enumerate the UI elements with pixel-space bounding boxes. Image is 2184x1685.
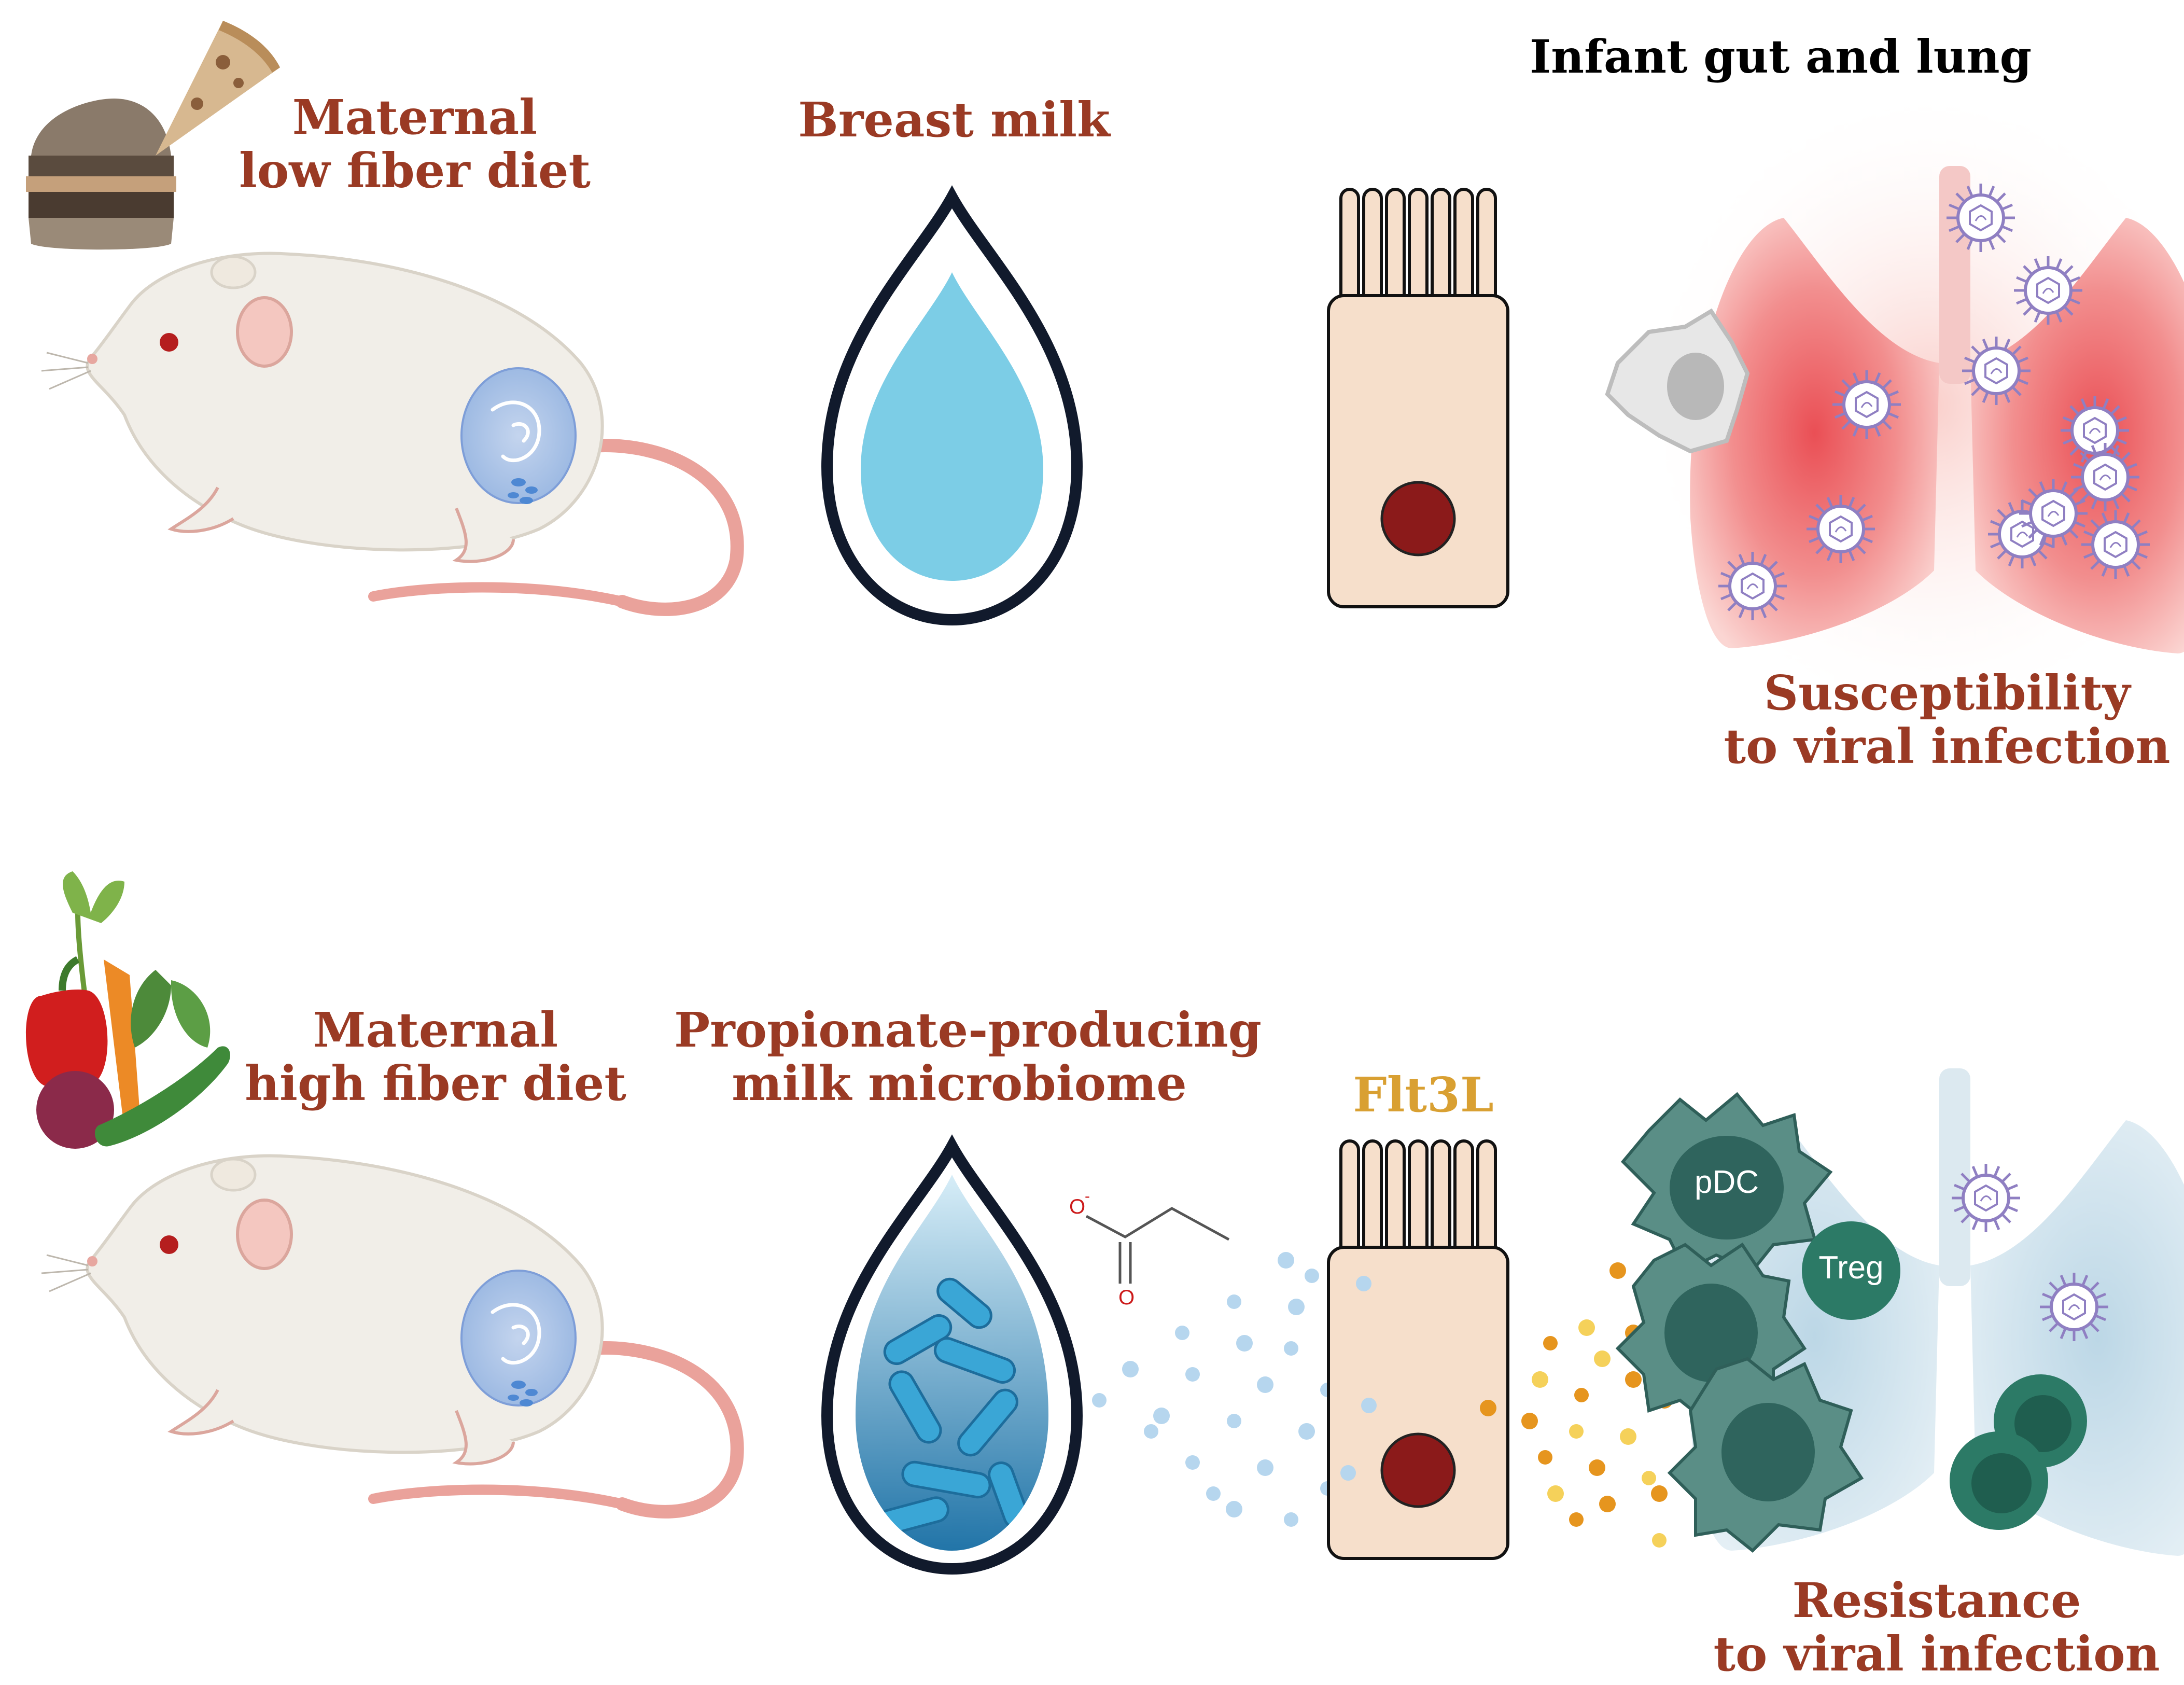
bell-pepper-icon [26, 956, 108, 1091]
treg-cell-icon [1802, 1221, 1900, 1320]
high-fiber-diet-label: Maternal high fiber diet [239, 1002, 633, 1112]
cucumber-icon [94, 1046, 230, 1147]
burger-icon [26, 99, 176, 250]
pdc-cell-label: pDC [1694, 1164, 1759, 1200]
susceptibility-line-1: Susceptibility [1763, 665, 2131, 721]
pizza-icon [156, 21, 280, 156]
propionate-oxygen-minus: O [1069, 1195, 1086, 1218]
propionate-charge: - [1085, 1188, 1090, 1205]
treg-cell-label: Treg [1818, 1250, 1884, 1286]
susceptibility-line-2: to viral infection [1724, 718, 2171, 775]
panel-title: Infant gut and lung [1530, 30, 2032, 83]
resistance-line-2: to viral infection [1713, 1626, 2160, 1682]
low-fiber-diet-label: Maternal low fiber diet [228, 89, 601, 199]
high-fiber-diet-line-1: Maternal [313, 1002, 558, 1058]
propionate-molecule [1085, 1207, 1230, 1284]
microbiome-line-2: milk microbiome [732, 1055, 1187, 1112]
beet-icon [36, 970, 211, 1149]
high-fiber-diet-line-2: high fiber diet [245, 1055, 626, 1112]
microbiome-line-1: Propionate-producing [674, 1002, 1262, 1058]
flt3l-label: Flt3L [1353, 1067, 1494, 1123]
microbiome-label: Propionate-producing milk microbiome [674, 1002, 1262, 1112]
resistance-label: Resistance to viral infection [1690, 1572, 2183, 1682]
propionate-oxygen-double: O [1118, 1286, 1135, 1309]
breast-milk-label: Breast milk [798, 92, 1110, 148]
susceptibility-label: Susceptibility to viral infection [1701, 666, 2184, 773]
low-fiber-diet-line-2: low fiber diet [239, 143, 591, 199]
resistance-line-1: Resistance [1792, 1572, 2081, 1628]
milk-drop-icon [821, 185, 1083, 626]
dendritic-cell-icon [1620, 1092, 1833, 1273]
dendritic-cell-icon [1667, 1357, 1864, 1553]
immune-cell-icon [1950, 1374, 2087, 1530]
cell-particles [1340, 1276, 1496, 1481]
dendritic-cell-icon [1605, 308, 1750, 454]
microbiome-milk-drop-icon [821, 1134, 1083, 1575]
low-fiber-diet-line-1: Maternal [292, 89, 538, 145]
